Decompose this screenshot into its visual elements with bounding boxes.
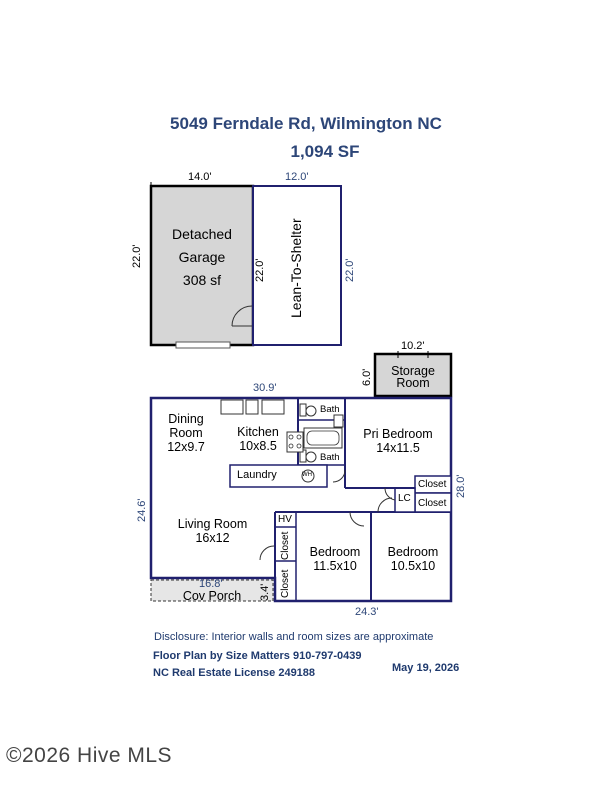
closet-a-label: Closet: [418, 479, 447, 490]
living-room-label: Living Room 16x12: [165, 517, 260, 545]
porch-width-dim: 16.8': [199, 578, 223, 590]
lean-to-outline: [252, 185, 342, 346]
bedroom-2-label: Bedroom 11.5x10: [300, 545, 370, 573]
closet-d-label: Closet: [280, 569, 291, 598]
bedroom-3-name: Bedroom: [387, 545, 439, 559]
area-title: 1,094 SF: [290, 142, 360, 161]
date-text: May 19, 2026: [392, 662, 460, 674]
laundry-outline: [229, 464, 328, 488]
house-left-dim: 24.6': [136, 498, 148, 522]
dining-name-line2: Room: [169, 426, 203, 440]
pri-bedroom-name: Pri Bedroom: [363, 427, 433, 441]
bath-top-label: Bath: [320, 404, 340, 415]
bedroom-3-size: 10.5x10: [390, 559, 436, 573]
lean-to-label: Lean-To-Shelter: [288, 218, 304, 318]
lean-depth-dim: 22.0': [344, 258, 356, 282]
bath-bottom-label: Bath: [320, 452, 340, 463]
storage-name-line1: Storage: [391, 364, 435, 378]
storage-name-line2: Room: [396, 376, 430, 390]
linen-closet-label: LC: [398, 493, 411, 504]
water-heater-label: WH: [302, 472, 312, 478]
house-bottom-dim: 24.3': [355, 606, 379, 618]
kitchen-label: Kitchen 10x8.5: [228, 425, 288, 453]
closet-b-label: Closet: [418, 498, 447, 509]
lean-width-dim: 12.0': [285, 171, 309, 183]
bedroom-2-size: 11.5x10: [313, 559, 357, 573]
living-room-size: 16x12: [195, 531, 230, 545]
laundry-label: Laundry: [237, 469, 277, 481]
disclosure-text: Disclosure: Interior walls and room size…: [154, 631, 434, 643]
dining-room-label: Dining Room 12x9.7: [156, 412, 216, 454]
dining-size: 12x9.7: [167, 440, 205, 454]
house-outline: [149, 396, 453, 603]
porch-label: Cov Porch: [182, 589, 242, 603]
pri-bedroom-label: Pri Bedroom 14x11.5: [350, 427, 446, 455]
garage-label: Detached Garage 308 sf: [151, 223, 253, 292]
kitchen-name: Kitchen: [237, 425, 279, 439]
garage-outline: [149, 184, 255, 347]
shared-depth-dim: 22.0': [254, 258, 266, 282]
house-top-dim: 30.9': [253, 382, 277, 394]
house-right-dim: 28.0': [455, 474, 467, 498]
storage-depth-dim: 6.0': [361, 368, 373, 386]
credit-text: Floor Plan by Size Matters 910-797-0439: [153, 650, 362, 662]
porch-outline: [150, 579, 274, 602]
bedroom-2-name: Bedroom: [309, 545, 361, 559]
address-title: 5049 Ferndale Rd, Wilmington NC: [170, 114, 442, 133]
garage-door: [175, 341, 231, 349]
garage-name-line1: Detached: [172, 226, 232, 242]
garage-name-line2: Garage: [178, 249, 226, 265]
watermark-text: ©2026 Hive MLS: [6, 744, 173, 767]
pri-bedroom-size: 14x11.5: [376, 441, 420, 455]
kitchen-size: 10x8.5: [239, 439, 277, 453]
garage-width-dim: 14.0': [188, 171, 212, 183]
garage-area: 308 sf: [182, 272, 222, 288]
garage-side-door: [231, 305, 253, 327]
garage-depth-dim: 22.0': [131, 244, 143, 268]
storage-label: Storage Room: [375, 364, 451, 390]
living-room-name: Living Room: [177, 517, 248, 531]
closet-c-label: Closet: [280, 531, 291, 560]
storage-outline: [373, 352, 453, 398]
dining-name-line1: Dining: [168, 412, 204, 426]
license-text: NC Real Estate License 249188: [153, 667, 316, 679]
storage-width-dim: 10.2': [401, 340, 425, 352]
hvac-label: HV: [278, 514, 292, 525]
bedroom-3-label: Bedroom 10.5x10: [376, 545, 450, 573]
